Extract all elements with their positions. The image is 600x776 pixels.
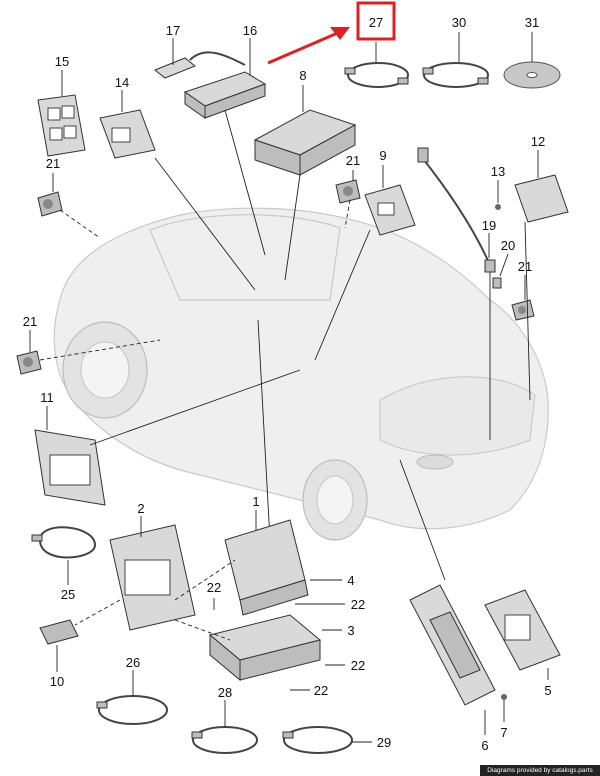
label-20: 20 <box>501 238 515 253</box>
part-8-head-unit <box>253 109 357 176</box>
label-17: 17 <box>166 23 180 38</box>
part-28-cable <box>191 726 258 754</box>
label-4: 4 <box>347 573 354 588</box>
part-1-display <box>224 519 309 616</box>
label-13: 13 <box>491 164 505 179</box>
part-21-speaker-d <box>511 299 535 321</box>
vehicle-outline <box>53 207 549 541</box>
label-7: 7 <box>500 725 507 740</box>
part-6-module <box>409 584 496 706</box>
label-14: 14 <box>115 75 129 90</box>
label-30: 30 <box>452 15 466 30</box>
label-28: 28 <box>218 685 232 700</box>
highlight-arrow-shaft <box>267 30 341 65</box>
part-15-bracket <box>37 94 86 157</box>
label-19: 19 <box>482 218 496 233</box>
part-20-clip <box>492 277 502 289</box>
label-5: 5 <box>544 683 551 698</box>
label-22-d: 22 <box>314 683 328 698</box>
label-22-a: 22 <box>207 580 221 595</box>
part-12-module <box>514 174 569 223</box>
highlight-27 <box>267 1 396 65</box>
label-29: 29 <box>377 735 391 750</box>
label-6: 6 <box>481 738 488 753</box>
label-22-c: 22 <box>351 658 365 673</box>
part-2-bracket <box>109 524 196 631</box>
part-5-module <box>484 589 561 671</box>
part-11-bracket <box>34 429 106 506</box>
leaders-into-vehicle <box>39 109 531 581</box>
part-29-cable <box>282 726 353 754</box>
part-25-cable <box>31 526 97 559</box>
part-9-module <box>364 184 416 236</box>
label-22-b: 22 <box>351 597 365 612</box>
footer-credit: Diagrams provided by catalogs.parts <box>480 765 600 776</box>
part-7-screw <box>501 694 507 700</box>
label-15: 15 <box>55 54 69 69</box>
part-17-cable <box>154 51 246 79</box>
part-10-connector <box>39 619 79 645</box>
highlight-box <box>356 1 396 41</box>
label-27: 27 <box>369 15 383 30</box>
label-8: 8 <box>299 68 306 83</box>
label-25: 25 <box>61 587 75 602</box>
label-12: 12 <box>531 134 545 149</box>
part-26-cable <box>96 695 168 725</box>
part-21-speaker-c <box>16 350 42 375</box>
label-21-d: 21 <box>518 259 532 274</box>
label-26: 26 <box>126 655 140 670</box>
label-11: 11 <box>40 390 54 405</box>
label-2: 2 <box>137 501 144 516</box>
part-16-module <box>183 71 267 119</box>
part-31-disc <box>503 61 561 89</box>
part-27-cable <box>344 62 409 88</box>
label-21-b: 21 <box>346 153 360 168</box>
part-21-speaker-b <box>335 179 361 204</box>
part-21-speaker-a <box>37 191 63 217</box>
label-21-c: 21 <box>23 314 37 329</box>
label-3: 3 <box>347 623 354 638</box>
part-14-module <box>99 109 156 159</box>
label-21-a: 21 <box>46 156 60 171</box>
highlight-arrow-head <box>330 27 350 40</box>
part-13-screw <box>495 204 501 210</box>
label-16: 16 <box>243 23 257 38</box>
part-labels: 27 30 31 17 16 15 14 8 12 21 21 9 13 19 … <box>23 15 552 753</box>
part-19-cable <box>417 147 496 273</box>
label-1: 1 <box>252 494 259 509</box>
label-10: 10 <box>50 674 64 689</box>
part-3-unit <box>208 614 322 682</box>
label-9: 9 <box>379 148 386 163</box>
label-31: 31 <box>525 15 539 30</box>
part-30-cable <box>422 62 489 88</box>
part-22-screws <box>213 598 345 691</box>
